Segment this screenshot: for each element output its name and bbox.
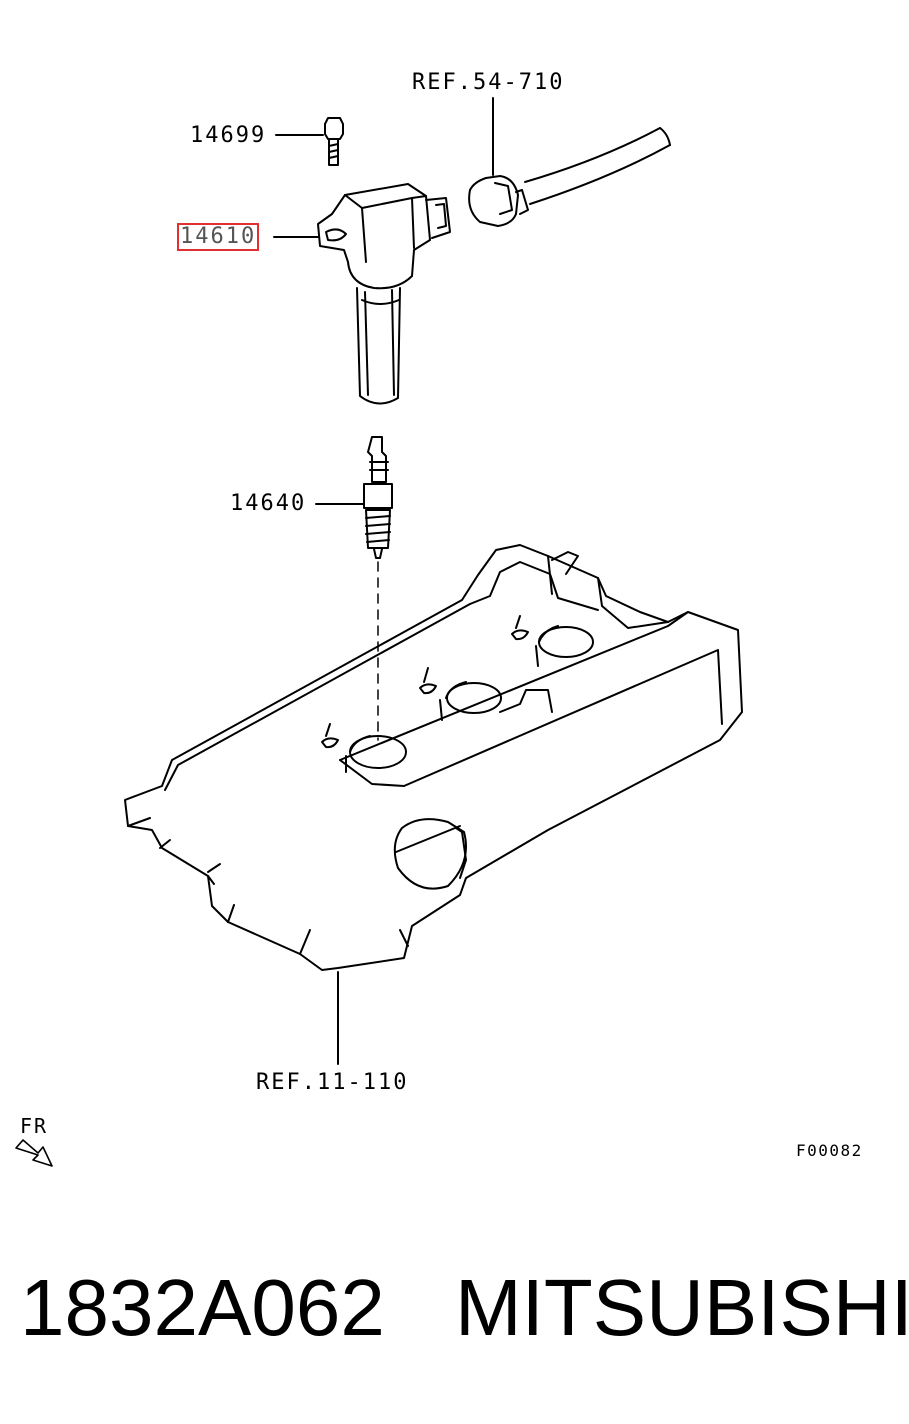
brand-name: MITSUBISHI xyxy=(455,1263,909,1352)
ref-label-bottom: REF.11-110 xyxy=(256,1070,409,1095)
leader-lines xyxy=(274,98,493,1064)
spark-plug-part xyxy=(364,437,392,558)
part-number: 1832A062 xyxy=(20,1263,385,1352)
footer: 1832A062 MITSUBISHI xyxy=(0,1268,909,1378)
bolt-part-number[interactable]: 14699 xyxy=(190,123,267,148)
figure-code: F00082 xyxy=(796,1141,863,1160)
connector-wire xyxy=(469,128,670,226)
head-cover-part xyxy=(125,545,742,970)
ref-label-top: REF.54-710 xyxy=(412,70,565,95)
fr-label: FR xyxy=(20,1114,49,1138)
plug-part-number[interactable]: 14640 xyxy=(230,491,307,516)
ignition-coil-part xyxy=(318,184,450,404)
arrow-icon xyxy=(16,1140,52,1166)
coil-part-number[interactable]: 14610 xyxy=(176,223,260,251)
bolt-part xyxy=(325,118,343,165)
